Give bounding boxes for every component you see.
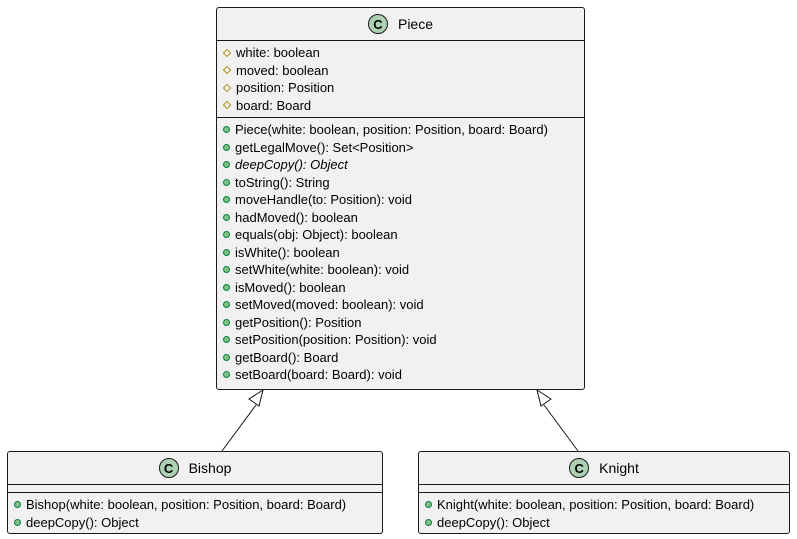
member-text: deepCopy(): Object — [26, 514, 139, 530]
public-visibility-icon — [223, 371, 230, 379]
member-text: hadMoved(): boolean — [235, 209, 358, 225]
public-visibility-icon — [223, 161, 230, 169]
member-text: isWhite(): boolean — [235, 244, 340, 260]
method-row: setWhite(white: boolean): void — [223, 261, 584, 279]
protected-visibility-icon — [222, 66, 232, 75]
class-icon: C — [569, 458, 590, 478]
public-visibility-icon — [223, 231, 230, 239]
method-row: Piece(white: boolean, position: Position… — [223, 121, 584, 139]
method-row: deepCopy(): Object — [14, 514, 382, 532]
method-row: isWhite(): boolean — [223, 244, 584, 262]
member-text: toString(): String — [235, 174, 330, 190]
method-row: Bishop(white: boolean, position: Positio… — [14, 496, 382, 514]
field-row: white: boolean — [222, 44, 584, 62]
method-row: deepCopy(): Object — [223, 156, 584, 174]
public-visibility-icon — [223, 213, 230, 221]
inheritance-arrowhead-bishop — [248, 388, 264, 407]
method-row: setBoard(board: Board): void — [223, 366, 584, 384]
method-row: isMoved(): boolean — [223, 279, 584, 297]
public-visibility-icon — [14, 518, 21, 526]
member-text: equals(obj: Object): boolean — [235, 227, 398, 242]
member-text: board: Board — [236, 97, 312, 113]
methods-bishop: Bishop(white: boolean, position: Positio… — [8, 493, 382, 534]
member-text: getLegalMove(): Set<Position> — [235, 139, 414, 155]
class-header-knight: C Knight — [419, 452, 789, 485]
class-name-piece: Piece — [397, 16, 434, 32]
inheritance-arrowhead-knight — [536, 388, 552, 407]
class-name-bishop: Bishop — [188, 460, 232, 476]
member-text: position: Position — [236, 80, 335, 95]
class-icon: C — [367, 14, 388, 34]
method-row: getLegalMove(): Set<Position> — [223, 139, 584, 157]
member-text: Bishop(white: boolean, position: Positio… — [26, 497, 347, 512]
member-text: getBoard(): Board — [235, 349, 339, 365]
class-header-piece: C Piece — [217, 8, 584, 41]
member-text: deepCopy(): Object — [235, 157, 348, 172]
edge-bishop-piece — [221, 404, 257, 452]
method-row: toString(): String — [223, 174, 584, 192]
method-row: getBoard(): Board — [223, 349, 584, 367]
class-icon: C — [158, 458, 179, 478]
member-text: Piece(white: boolean, position: Position… — [235, 122, 548, 137]
class-knight[interactable]: C Knight Knight(white: boolean, position… — [418, 451, 790, 534]
protected-visibility-icon — [222, 101, 232, 110]
public-visibility-icon — [223, 318, 230, 326]
method-row: Knight(white: boolean, position: Positio… — [425, 496, 789, 514]
member-text: moved: boolean — [236, 62, 329, 78]
protected-visibility-icon — [222, 83, 232, 92]
public-visibility-icon — [223, 353, 230, 361]
class-header-bishop: C Bishop — [8, 452, 382, 485]
method-row: setMoved(moved: boolean): void — [223, 296, 584, 314]
method-row: moveHandle(to: Position): void — [223, 191, 584, 209]
field-row: board: Board — [222, 97, 584, 115]
public-visibility-icon — [223, 336, 230, 344]
field-row: position: Position — [222, 79, 584, 97]
public-visibility-icon — [425, 518, 432, 526]
member-text: Knight(white: boolean, position: Positio… — [437, 497, 755, 512]
member-text: moveHandle(to: Position): void — [235, 192, 413, 207]
public-visibility-icon — [425, 501, 432, 509]
member-text: setWhite(white: boolean): void — [235, 262, 410, 277]
methods-knight: Knight(white: boolean, position: Positio… — [419, 493, 789, 534]
public-visibility-icon — [223, 178, 230, 186]
member-text: getPosition(): Position — [235, 314, 362, 330]
fields-knight — [419, 485, 789, 493]
member-text: setPosition(position: Position): void — [235, 332, 437, 347]
method-row: deepCopy(): Object — [425, 514, 789, 532]
protected-visibility-icon — [222, 48, 232, 57]
edge-knight-piece — [543, 404, 579, 452]
class-name-knight: Knight — [599, 460, 639, 476]
member-text: setBoard(board: Board): void — [235, 367, 402, 382]
member-text: setMoved(moved: boolean): void — [235, 297, 424, 312]
public-visibility-icon — [223, 126, 230, 134]
public-visibility-icon — [223, 248, 230, 256]
member-text: deepCopy(): Object — [437, 514, 550, 530]
public-visibility-icon — [223, 266, 230, 274]
member-text: isMoved(): boolean — [235, 279, 346, 295]
public-visibility-icon — [223, 196, 230, 204]
method-row: equals(obj: Object): boolean — [223, 226, 584, 244]
field-row: moved: boolean — [222, 62, 584, 80]
method-row: setPosition(position: Position): void — [223, 331, 584, 349]
fields-bishop — [8, 485, 382, 493]
public-visibility-icon — [14, 501, 21, 509]
methods-piece: Piece(white: boolean, position: Position… — [217, 118, 584, 387]
class-bishop[interactable]: C Bishop Bishop(white: boolean, position… — [7, 451, 383, 534]
member-text: white: boolean — [236, 45, 320, 60]
method-row: hadMoved(): boolean — [223, 209, 584, 227]
public-visibility-icon — [223, 283, 230, 291]
class-piece[interactable]: C Piece white: boolean moved: boolean posi… — [216, 7, 585, 390]
public-visibility-icon — [223, 143, 230, 151]
method-row: getPosition(): Position — [223, 314, 584, 332]
public-visibility-icon — [223, 301, 230, 309]
fields-piece: white: boolean moved: boolean position: Po… — [217, 41, 584, 118]
